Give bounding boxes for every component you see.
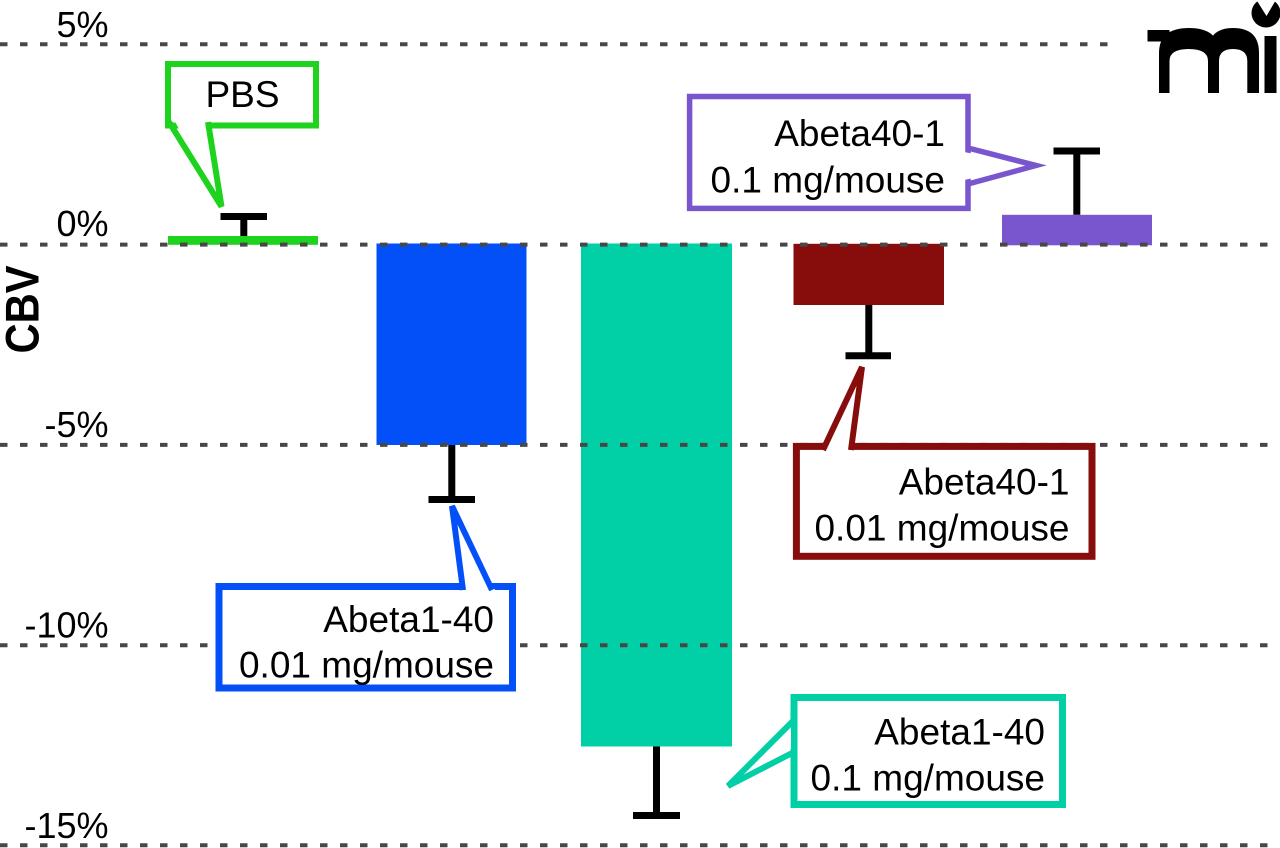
svg-text:Abeta40-1: Abeta40-1 [899, 462, 1070, 503]
svg-text:CBV: CBV [0, 265, 49, 354]
svg-text:Abeta40-1: Abeta40-1 [774, 113, 945, 154]
svg-text:5%: 5% [56, 4, 108, 45]
svg-text:Abeta1-40: Abeta1-40 [323, 599, 494, 640]
svg-text:0.01 mg/mouse: 0.01 mg/mouse [239, 645, 494, 686]
svg-text:-10%: -10% [24, 605, 108, 646]
svg-text:0%: 0% [56, 203, 108, 244]
svg-text:0.1 mg/mouse: 0.1 mg/mouse [711, 160, 945, 201]
svg-text:0.1 mg/mouse: 0.1 mg/mouse [811, 758, 1045, 799]
svg-text:0.01 mg/mouse: 0.01 mg/mouse [814, 508, 1069, 549]
svg-text:-5%: -5% [44, 404, 108, 445]
svg-text:PBS: PBS [205, 74, 279, 115]
svg-text:Abeta1-40: Abeta1-40 [874, 711, 1045, 752]
svg-text:-15%: -15% [24, 805, 108, 846]
